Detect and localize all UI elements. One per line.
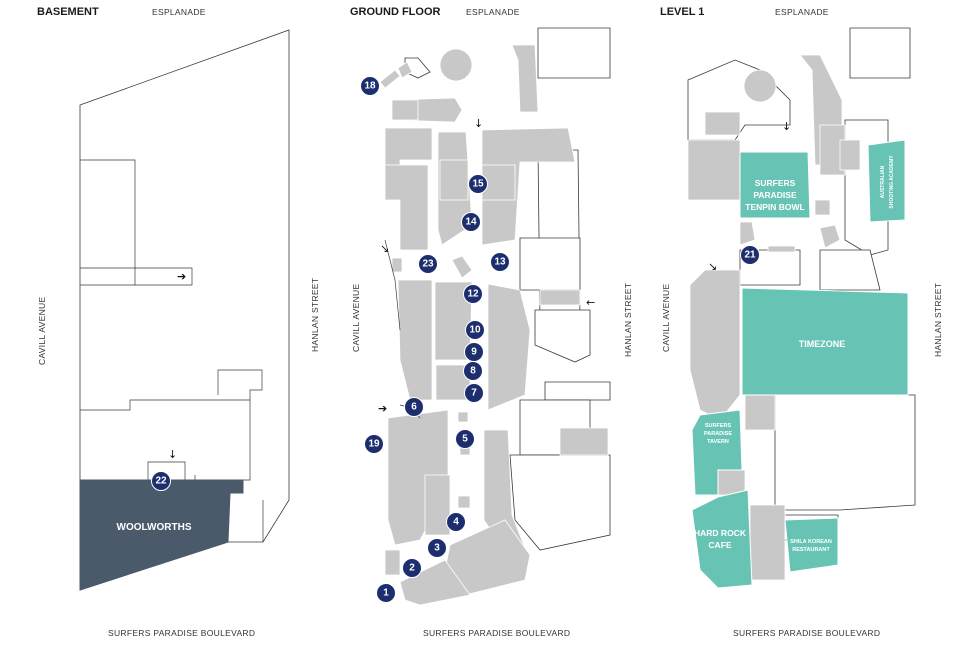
- svg-text:PARADISE: PARADISE: [704, 431, 732, 437]
- marker-5[interactable]: 5: [455, 429, 475, 449]
- svg-text:14: 14: [465, 217, 477, 228]
- woolworths-label: WOOLWORTHS: [117, 522, 192, 533]
- marker-18[interactable]: 18: [360, 76, 380, 96]
- level-1-street-top: ESPLANADE: [775, 7, 829, 17]
- arrow-right-icon: ➔: [378, 402, 387, 415]
- arrow-icon: ➔: [177, 270, 186, 283]
- svg-text:SURFERS: SURFERS: [755, 178, 796, 188]
- svg-text:22: 22: [155, 476, 167, 487]
- marker-9[interactable]: 9: [464, 342, 484, 362]
- svg-text:3: 3: [434, 543, 440, 554]
- svg-text:18: 18: [364, 81, 376, 92]
- ground-floor-street-bottom: SURFERS PARADISE BOULEVARD: [423, 628, 570, 638]
- svg-text:2: 2: [409, 563, 415, 574]
- ground-floor-title: GROUND FLOOR: [350, 6, 440, 18]
- marker-10[interactable]: 10: [465, 320, 485, 340]
- svg-text:7: 7: [471, 388, 477, 399]
- marker-13[interactable]: 13: [490, 252, 510, 272]
- svg-text:CAFE: CAFE: [708, 540, 731, 550]
- marker-22[interactable]: 22: [151, 471, 171, 491]
- svg-text:21: 21: [744, 250, 756, 261]
- basement-street-top: ESPLANADE: [152, 7, 206, 17]
- level-1-plan: LEVEL 1 ESPLANADE CAVILL AVENUE HANLAN S…: [660, 6, 943, 638]
- svg-text:5: 5: [462, 434, 468, 445]
- ground-floor-street-right: HANLAN STREET: [623, 283, 633, 357]
- marker-21[interactable]: 21: [740, 245, 760, 265]
- svg-text:8: 8: [470, 366, 476, 377]
- svg-text:SURFERS: SURFERS: [705, 423, 732, 429]
- woolworths-store[interactable]: [79, 479, 244, 591]
- svg-text:10: 10: [469, 325, 481, 336]
- timezone[interactable]: [741, 287, 909, 396]
- arrow-left-icon: ←: [586, 296, 595, 309]
- svg-text:HARD ROCK: HARD ROCK: [694, 528, 747, 538]
- arrow-down-icon: ↓: [168, 448, 177, 461]
- marker-12[interactable]: 12: [463, 284, 483, 304]
- australian-shooting-academy[interactable]: [867, 139, 906, 223]
- marker-23[interactable]: 23: [418, 254, 438, 274]
- svg-text:15: 15: [472, 179, 484, 190]
- svg-text:AUSTRALIAN: AUSTRALIAN: [880, 165, 886, 198]
- marker-2[interactable]: 2: [402, 558, 422, 578]
- basement-title: BASEMENT: [37, 6, 99, 18]
- ground-floor-street-left: CAVILL AVENUE: [351, 284, 361, 352]
- basement-street-right: HANLAN STREET: [310, 278, 320, 352]
- arrow-diagonal-icon: ↘: [380, 242, 389, 255]
- ground-floor-street-top: ESPLANADE: [466, 7, 520, 17]
- svg-text:RESTAURANT: RESTAURANT: [792, 547, 830, 553]
- marker-15[interactable]: 15: [468, 174, 488, 194]
- surfers-paradise-tenpin-bowl[interactable]: [739, 151, 811, 219]
- marker-8[interactable]: 8: [463, 361, 483, 381]
- marker-7[interactable]: 7: [464, 383, 484, 403]
- arrow-down-icon: ↓: [474, 117, 483, 130]
- svg-text:TAVERN: TAVERN: [707, 439, 729, 445]
- svg-text:6: 6: [411, 402, 417, 413]
- level-1-title: LEVEL 1: [660, 6, 704, 18]
- marker-4[interactable]: 4: [446, 512, 466, 532]
- svg-text:9: 9: [471, 347, 477, 358]
- svg-text:23: 23: [422, 259, 434, 270]
- level-1-street-right: HANLAN STREET: [933, 283, 943, 357]
- marker-19[interactable]: 19: [364, 434, 384, 454]
- basement-plan: BASEMENT ESPLANADE CAVILL AVENUE HANLAN …: [37, 6, 320, 638]
- shila-korean-restaurant[interactable]: [784, 517, 839, 573]
- basement-street-left: CAVILL AVENUE: [37, 297, 47, 365]
- marker-3[interactable]: 3: [427, 538, 447, 558]
- ground-floor-plan: GROUND FLOOR ESPLANADE CAVILL AVENUE HAN…: [350, 6, 633, 638]
- surfers-paradise-tavern[interactable]: [691, 409, 743, 496]
- arrow-diagonal-icon: ↘: [708, 260, 717, 273]
- svg-text:4: 4: [453, 517, 459, 528]
- svg-text:19: 19: [368, 439, 380, 450]
- marker-1[interactable]: 1: [376, 583, 396, 603]
- arrow-down-icon: ↓: [782, 120, 791, 133]
- svg-text:12: 12: [467, 289, 479, 300]
- svg-text:1: 1: [383, 588, 389, 599]
- marker-14[interactable]: 14: [461, 212, 481, 232]
- hard-rock-cafe[interactable]: [691, 489, 753, 589]
- level-1-street-bottom: SURFERS PARADISE BOULEVARD: [733, 628, 880, 638]
- level-1-street-left: CAVILL AVENUE: [661, 284, 671, 352]
- svg-text:SHOOTING ACADEMY: SHOOTING ACADEMY: [889, 155, 895, 209]
- basement-street-bottom: SURFERS PARADISE BOULEVARD: [108, 628, 255, 638]
- svg-text:SHILA KOREAN: SHILA KOREAN: [790, 539, 832, 545]
- marker-6[interactable]: 6: [404, 397, 424, 417]
- svg-text:TIMEZONE: TIMEZONE: [799, 339, 846, 349]
- svg-text:13: 13: [494, 257, 506, 268]
- svg-text:TENPIN BOWL: TENPIN BOWL: [745, 202, 805, 212]
- svg-text:PARADISE: PARADISE: [753, 190, 797, 200]
